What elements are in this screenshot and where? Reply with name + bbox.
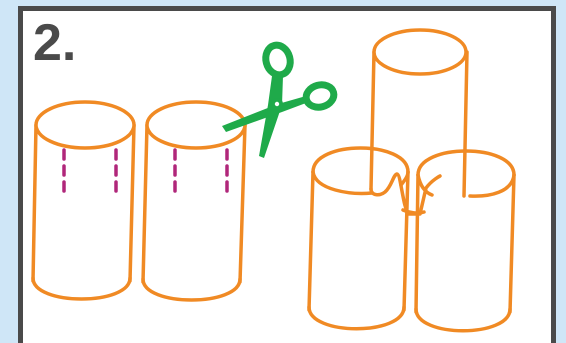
scissors-pivot (275, 102, 279, 106)
cut-marks-left (64, 150, 116, 196)
tube-left (33, 102, 134, 299)
cut-marks-middle (175, 150, 227, 196)
tower-tube-bottom-left (309, 148, 408, 329)
tube-middle (143, 102, 245, 300)
